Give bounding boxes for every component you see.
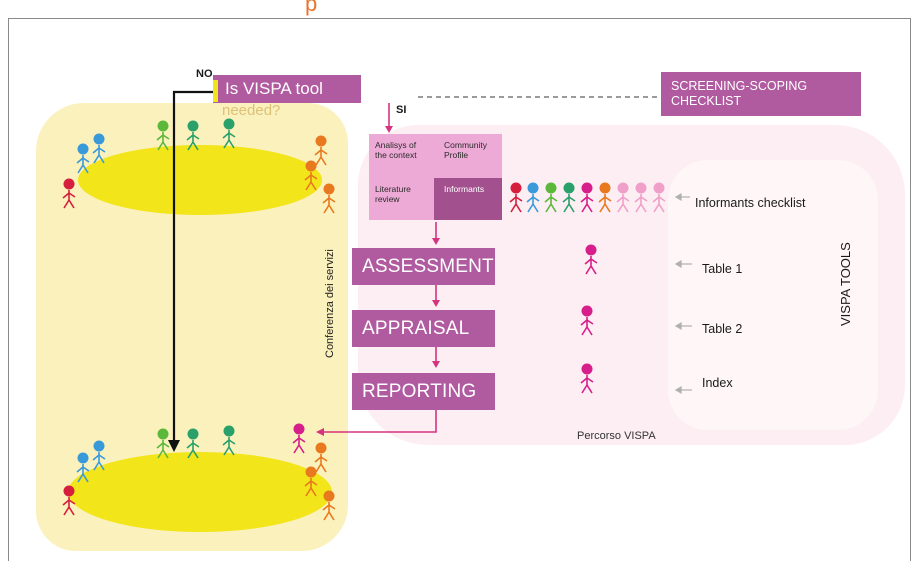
context-cell-literature: Literature review (375, 184, 411, 204)
assessor-icon (584, 244, 598, 275)
person-icon-bottom-4 (76, 452, 90, 483)
person-icon-top-7 (304, 160, 318, 191)
person-icon-bottom-3 (92, 440, 106, 471)
context-cell-informants: Informants (444, 184, 485, 194)
percorso-vispa-label: Percorso VISPA (577, 430, 656, 442)
person-icon-top-0 (156, 120, 170, 151)
person-icon-bottom-0 (156, 428, 170, 459)
stage-appraisal: APPRAISAL (352, 310, 495, 347)
informant-icon-1 (526, 182, 540, 213)
header-fragment-left: p (305, 0, 318, 16)
yes-path-arrowhead (385, 126, 393, 133)
person-icon-bottom-1 (186, 428, 200, 459)
tool-table-1: Table 1 (702, 262, 743, 276)
bottom-meeting-table (68, 452, 332, 532)
informant-icon-6 (616, 182, 630, 213)
arrow-to-reporting (432, 361, 440, 368)
conference-label: Conferenza dei servizi (324, 249, 336, 358)
no-path-arrowhead (168, 440, 180, 452)
vispa-tools-title: VISPA TOOLS (838, 242, 853, 326)
person-icon-top-5 (62, 178, 76, 209)
person-icon-bottom-9 (292, 423, 306, 454)
top-meeting-table (78, 145, 322, 215)
question-overflow-text: needed? (222, 102, 281, 119)
stage-assessment: ASSESSMENT (352, 248, 495, 285)
person-icon-top-2 (222, 118, 236, 149)
question-box: Is VISPA tool (213, 75, 361, 103)
tools-panel (668, 160, 878, 430)
appraiser-icon (580, 305, 594, 336)
informant-icon-5 (598, 182, 612, 213)
person-icon-bottom-7 (304, 466, 318, 497)
informant-icon-8 (652, 182, 666, 213)
informant-icon-2 (544, 182, 558, 213)
context-cell-community: Community Profile (444, 140, 487, 160)
no-label: NO (196, 68, 213, 80)
informant-icon-0 (509, 182, 523, 213)
person-icon-top-3 (92, 133, 106, 164)
no-path-line (172, 90, 213, 446)
person-icon-top-1 (186, 120, 200, 151)
informant-icon-7 (634, 182, 648, 213)
person-icon-top-6 (314, 135, 328, 166)
return-path-line (322, 410, 437, 433)
informant-icon-4 (580, 182, 594, 213)
person-icon-bottom-2 (222, 425, 236, 456)
frame-top-border (8, 18, 911, 19)
person-icon-bottom-6 (314, 442, 328, 473)
informant-icon-3 (562, 182, 576, 213)
arrow-to-assessment (432, 238, 440, 245)
informants-cell-bg (434, 178, 502, 220)
person-icon-top-4 (76, 143, 90, 174)
person-icon-bottom-5 (62, 485, 76, 516)
question-box-edge (213, 80, 218, 102)
arrow-to-appraisal (432, 300, 440, 307)
tool-index: Index (702, 376, 733, 390)
person-icon-top-8 (322, 183, 336, 214)
yes-label: SI (396, 104, 407, 116)
person-icon-bottom-8 (322, 490, 336, 521)
frame-right-border (910, 18, 911, 561)
screening-checklist-box: SCREENING-SCOPING CHECKLIST (661, 72, 861, 116)
frame-left-border (8, 18, 9, 561)
context-cell-analysis: Analisys of the context (375, 140, 417, 160)
reporter-icon (580, 363, 594, 394)
tool-table-2: Table 2 (702, 322, 743, 336)
stage-reporting: REPORTING (352, 373, 495, 410)
tool-informants-checklist: Informants checklist (695, 196, 806, 210)
return-path-arrowhead (316, 428, 324, 436)
